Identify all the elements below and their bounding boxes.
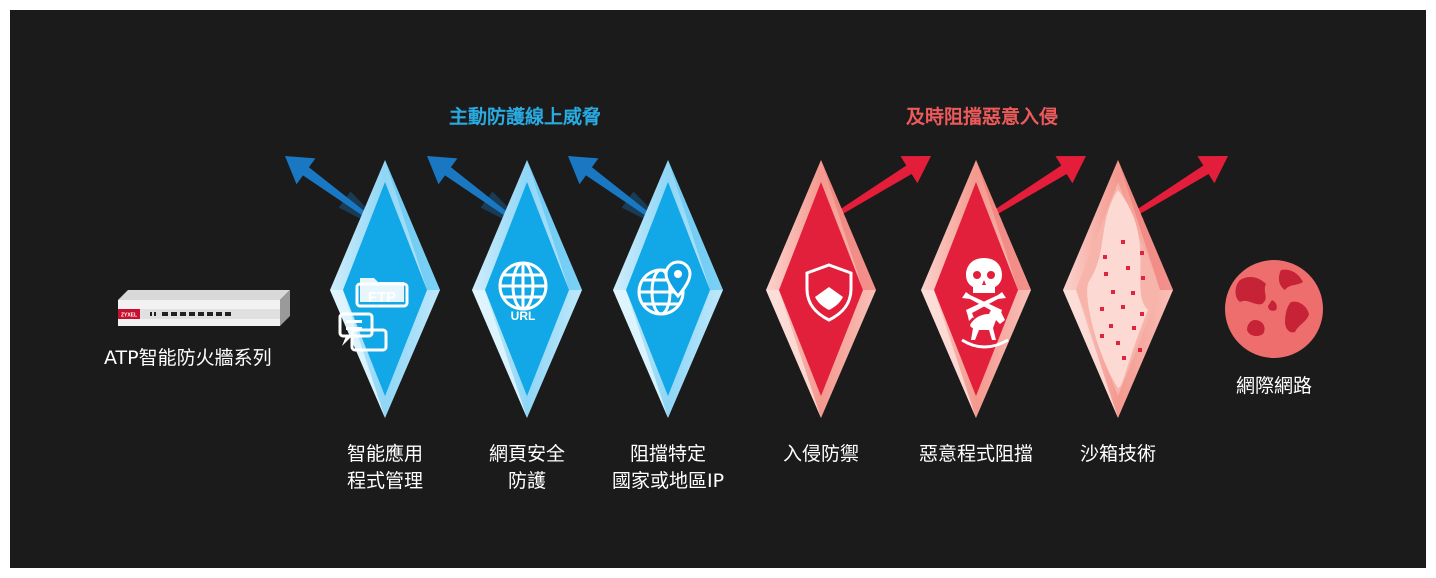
url-globe-icon [498,261,548,311]
security-layers [330,160,1173,418]
sandbox-dot [1122,356,1126,360]
sandbox-dot [1116,341,1120,345]
skull-horse-icon [961,258,1009,349]
internet-label: 網際網路 [1235,375,1313,397]
sandbox-dot [1109,324,1113,328]
sandbox-dot [1131,291,1135,295]
router-brand: ZYXEL [121,313,137,319]
sandbox-dot [1100,307,1104,311]
shield-label-sandbox: 沙箱技術 [1079,443,1157,465]
shield-label-geo-ip: 阻擋特定國家或地區IP [611,443,725,492]
ftp-text: FTP [368,289,396,306]
ftp-chat-icon: FTP [338,278,409,352]
sandbox-dot [1138,348,1142,352]
shield-2 [472,160,582,418]
shield-label-ips: 入侵防禦 [782,443,860,465]
shield-4 [766,160,876,418]
sandbox-dot [1132,326,1136,330]
heading-block: 及時阻擋惡意入侵 [905,106,1059,128]
url-text: URL [511,309,536,323]
sandbox-dot [1140,251,1144,255]
router-device: ZYXEL [118,290,290,326]
sandbox-dot [1104,272,1108,276]
sandbox-dot [1100,334,1104,338]
sandbox-dot [1103,255,1107,259]
sandbox-dot [1141,276,1145,280]
sandbox-icon [1100,240,1145,360]
sandbox-dot [1126,266,1130,270]
sandbox-dot [1140,312,1144,316]
heading-protect: 主動防護線上威脅 [448,106,602,128]
sandbox-dot [1111,290,1115,294]
threat-arrows [285,156,1228,244]
shield-label-app-control: 智能應用程式管理 [346,443,424,492]
shield-6 [1063,160,1173,418]
sandbox-dot [1121,305,1125,309]
shield-icon [805,263,853,322]
geo-globe-icon [637,260,692,316]
shield-3 [613,160,723,418]
device-label: ATP智能防火牆系列 [104,347,272,369]
internet-globe-icon [1225,260,1323,358]
shield-label-anti-malware: 惡意程式阻擋 [918,443,1034,465]
shield-label-web-security: 網頁安全防護 [488,443,566,492]
sandbox-dot [1121,240,1125,244]
